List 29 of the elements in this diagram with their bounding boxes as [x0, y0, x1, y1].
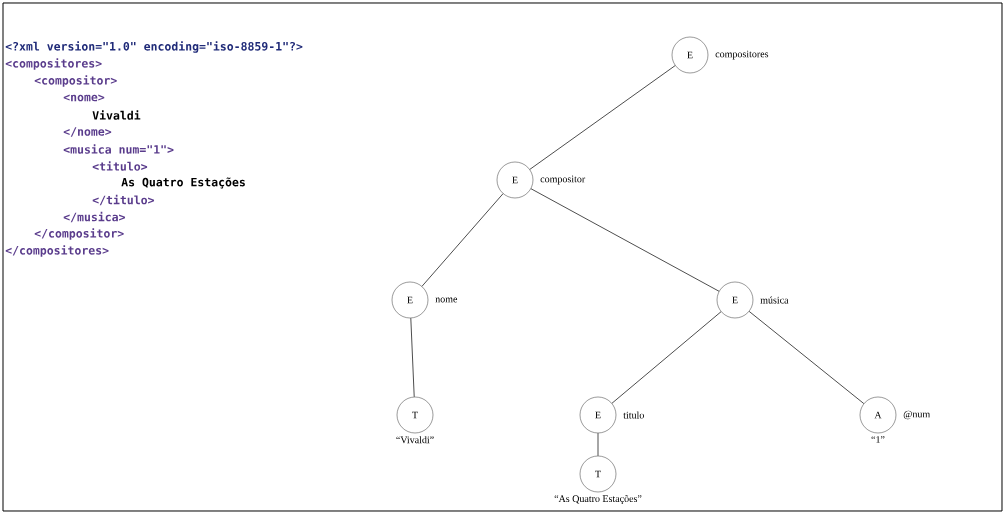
code-line: Vivaldi — [92, 110, 141, 120]
code-line: <nome> — [63, 94, 105, 102]
code-line: </compositor> — [34, 228, 124, 240]
code-line: <titulo> — [92, 161, 148, 171]
code-line: <?xml version="1.0" encoding="iso-8859-1"?> — [5, 41, 303, 53]
node-name: música — [760, 296, 789, 304]
code-line: </compositores> — [5, 245, 109, 257]
tree-edge — [529, 65, 676, 170]
code-line: <compositores> — [5, 58, 102, 70]
tree-edge — [410, 317, 415, 398]
code-line: </titulo> — [92, 194, 154, 206]
node-value: “Vivaldi” — [396, 436, 434, 444]
code-line: As Quatro Estações — [121, 177, 245, 189]
node-value: “As Quatro Estações” — [554, 495, 642, 505]
node-name: compositor — [540, 175, 586, 185]
tree-edge — [748, 311, 865, 404]
node-name: @num — [903, 410, 931, 420]
tree-edge — [611, 311, 722, 404]
node-name: titulo — [623, 411, 644, 419]
tree-edge — [530, 188, 720, 292]
tree-edge — [421, 193, 504, 287]
node-name: nome — [435, 297, 458, 303]
code-line: </musica> — [63, 211, 125, 223]
code-line: </nome> — [63, 127, 112, 137]
node-value: “1” — [871, 436, 885, 443]
node-name: compositores — [715, 50, 769, 60]
code-line: <musica num="1"> — [63, 144, 174, 154]
code-line: <compositor> — [34, 75, 117, 87]
tree-edge — [597, 432, 599, 457]
